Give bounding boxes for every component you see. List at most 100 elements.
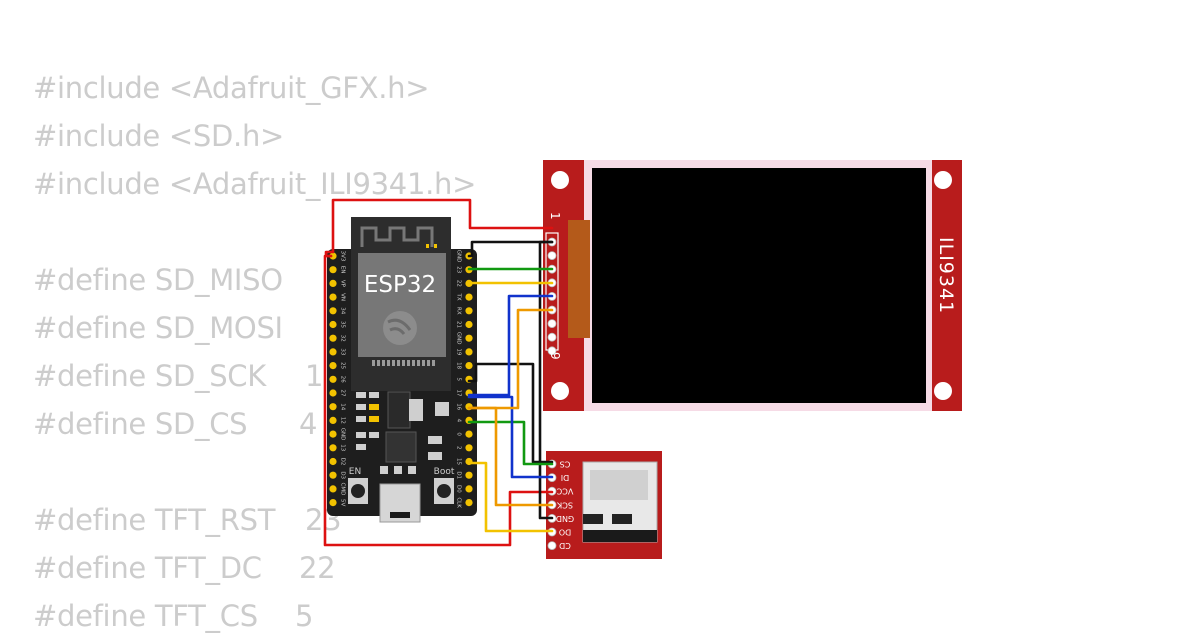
sd-pin[interactable]	[547, 541, 557, 550]
esp32-pin[interactable]	[465, 444, 473, 452]
esp32-pin[interactable]	[329, 266, 337, 274]
sd-pin-label: DI	[561, 473, 570, 482]
castellation-pad	[402, 360, 405, 366]
esp32-pin[interactable]	[329, 416, 337, 424]
esp32-pin[interactable]	[329, 403, 337, 411]
esp32-label: ESP32	[364, 272, 436, 298]
sd-socket-shield	[590, 470, 648, 500]
esp32-pin-label: 32	[340, 335, 346, 342]
esp32-pin[interactable]	[329, 457, 337, 466]
esp32-pin[interactable]	[329, 389, 337, 397]
esp32-pin-label: 15	[456, 458, 462, 465]
esp32-pin[interactable]	[465, 362, 473, 370]
esp32-pin[interactable]	[465, 334, 473, 342]
display-pin-first-label: 1	[548, 212, 562, 220]
esp32-devkit[interactable]: ESP32 EN Boot 3V3ENVPVN34353233252627141…	[327, 217, 477, 523]
espressif-logo-icon	[383, 311, 417, 345]
display-pin[interactable]	[547, 319, 557, 329]
mount-hole	[934, 382, 952, 400]
display-label: ILI9341	[935, 237, 957, 314]
esp32-pin-label: 2	[456, 446, 462, 450]
display-pin[interactable]	[547, 251, 557, 261]
esp32-pin-label: TX	[456, 293, 462, 301]
wire-gpio5-to-sd-cs	[467, 362, 554, 464]
smd-component	[394, 466, 402, 474]
sd-card-slot	[583, 530, 657, 542]
mount-hole	[551, 382, 569, 400]
esp32-pin[interactable]	[329, 375, 337, 383]
en-button-label: EN	[349, 467, 361, 477]
smd-component	[428, 452, 442, 460]
esp32-pin-label: D2	[340, 458, 346, 466]
castellation-pad	[392, 360, 395, 366]
esp32-pin[interactable]	[329, 471, 337, 479]
display-pin[interactable]	[547, 332, 557, 342]
esp32-pin[interactable]	[465, 348, 473, 356]
code-line: #define SD_MOSI	[33, 304, 476, 352]
smd-component	[356, 392, 366, 398]
display-pin[interactable]	[547, 346, 557, 356]
code-line: #include <Adafruit_ILI9341.h>	[33, 160, 476, 208]
esp32-pin[interactable]	[329, 485, 337, 493]
esp32-pin[interactable]	[465, 499, 473, 507]
esp32-pin[interactable]	[465, 430, 473, 438]
code-line-text: #define SD_MOSI	[33, 311, 283, 345]
esp32-pin-label: 25	[340, 362, 346, 369]
esp32-pin-label: GND	[340, 428, 346, 441]
sd-pin-label: VCC	[556, 487, 573, 496]
code-line-text: #define TFT_RST	[33, 503, 276, 537]
esp32-pin[interactable]	[329, 252, 337, 260]
esp32-pin[interactable]	[465, 293, 473, 301]
esp32-pin-label: 17	[456, 390, 462, 397]
smd-component	[408, 466, 416, 474]
sd-pin-label: CD	[559, 541, 571, 550]
code-line-text: #define SD_SCK	[33, 359, 266, 393]
castellation-pad	[377, 360, 380, 366]
smd-component	[380, 466, 388, 474]
esp32-pin[interactable]	[465, 485, 473, 493]
micro-usb-opening	[390, 512, 410, 518]
castellation-pad	[432, 360, 435, 366]
antenna-trace	[360, 226, 434, 247]
smd-component	[369, 432, 379, 438]
esp32-pin[interactable]	[329, 279, 337, 287]
wires	[323, 198, 554, 547]
esp32-pin[interactable]	[465, 471, 473, 479]
esp32-pin[interactable]	[465, 320, 473, 329]
esp32-pin[interactable]	[329, 334, 337, 342]
code-line-text: #include <Adafruit_GFX.h>	[33, 71, 430, 105]
castellation-pad	[427, 360, 430, 366]
esp32-pin[interactable]	[329, 444, 337, 452]
code-line-value: 22	[299, 551, 336, 585]
esp32-pin-label: RX	[456, 307, 462, 315]
smd-component	[356, 416, 366, 422]
esp32-pin[interactable]	[329, 293, 337, 301]
smd-component	[428, 436, 442, 444]
esp32-pin-label: D0	[456, 485, 462, 493]
module-pad	[426, 244, 429, 248]
esp32-pin[interactable]	[329, 320, 337, 329]
sd-pin-label: DO	[559, 528, 571, 537]
regulator-tab	[409, 399, 423, 421]
esp32-pin-label: 18	[456, 362, 462, 369]
en-button[interactable]	[351, 484, 365, 498]
esp32-pin[interactable]	[329, 499, 337, 507]
esp32-pin[interactable]	[329, 362, 337, 370]
ili9341-display[interactable]: 1 9 ILI9341	[543, 160, 962, 411]
esp32-pin[interactable]	[329, 307, 337, 315]
esp32-left-header: 3V3ENVPVN343532332526271412GND13D2D3CMD5…	[329, 251, 346, 507]
castellation-pad	[382, 360, 385, 366]
boot-button[interactable]	[437, 484, 451, 498]
esp32-pin[interactable]	[465, 307, 473, 315]
esp32-pin-label: 5	[456, 378, 462, 382]
esp32-pin[interactable]	[329, 348, 337, 356]
code-line-value: 4	[299, 407, 318, 441]
esp32-pin[interactable]	[329, 430, 337, 438]
sd-pin-label: SCK	[556, 500, 573, 509]
